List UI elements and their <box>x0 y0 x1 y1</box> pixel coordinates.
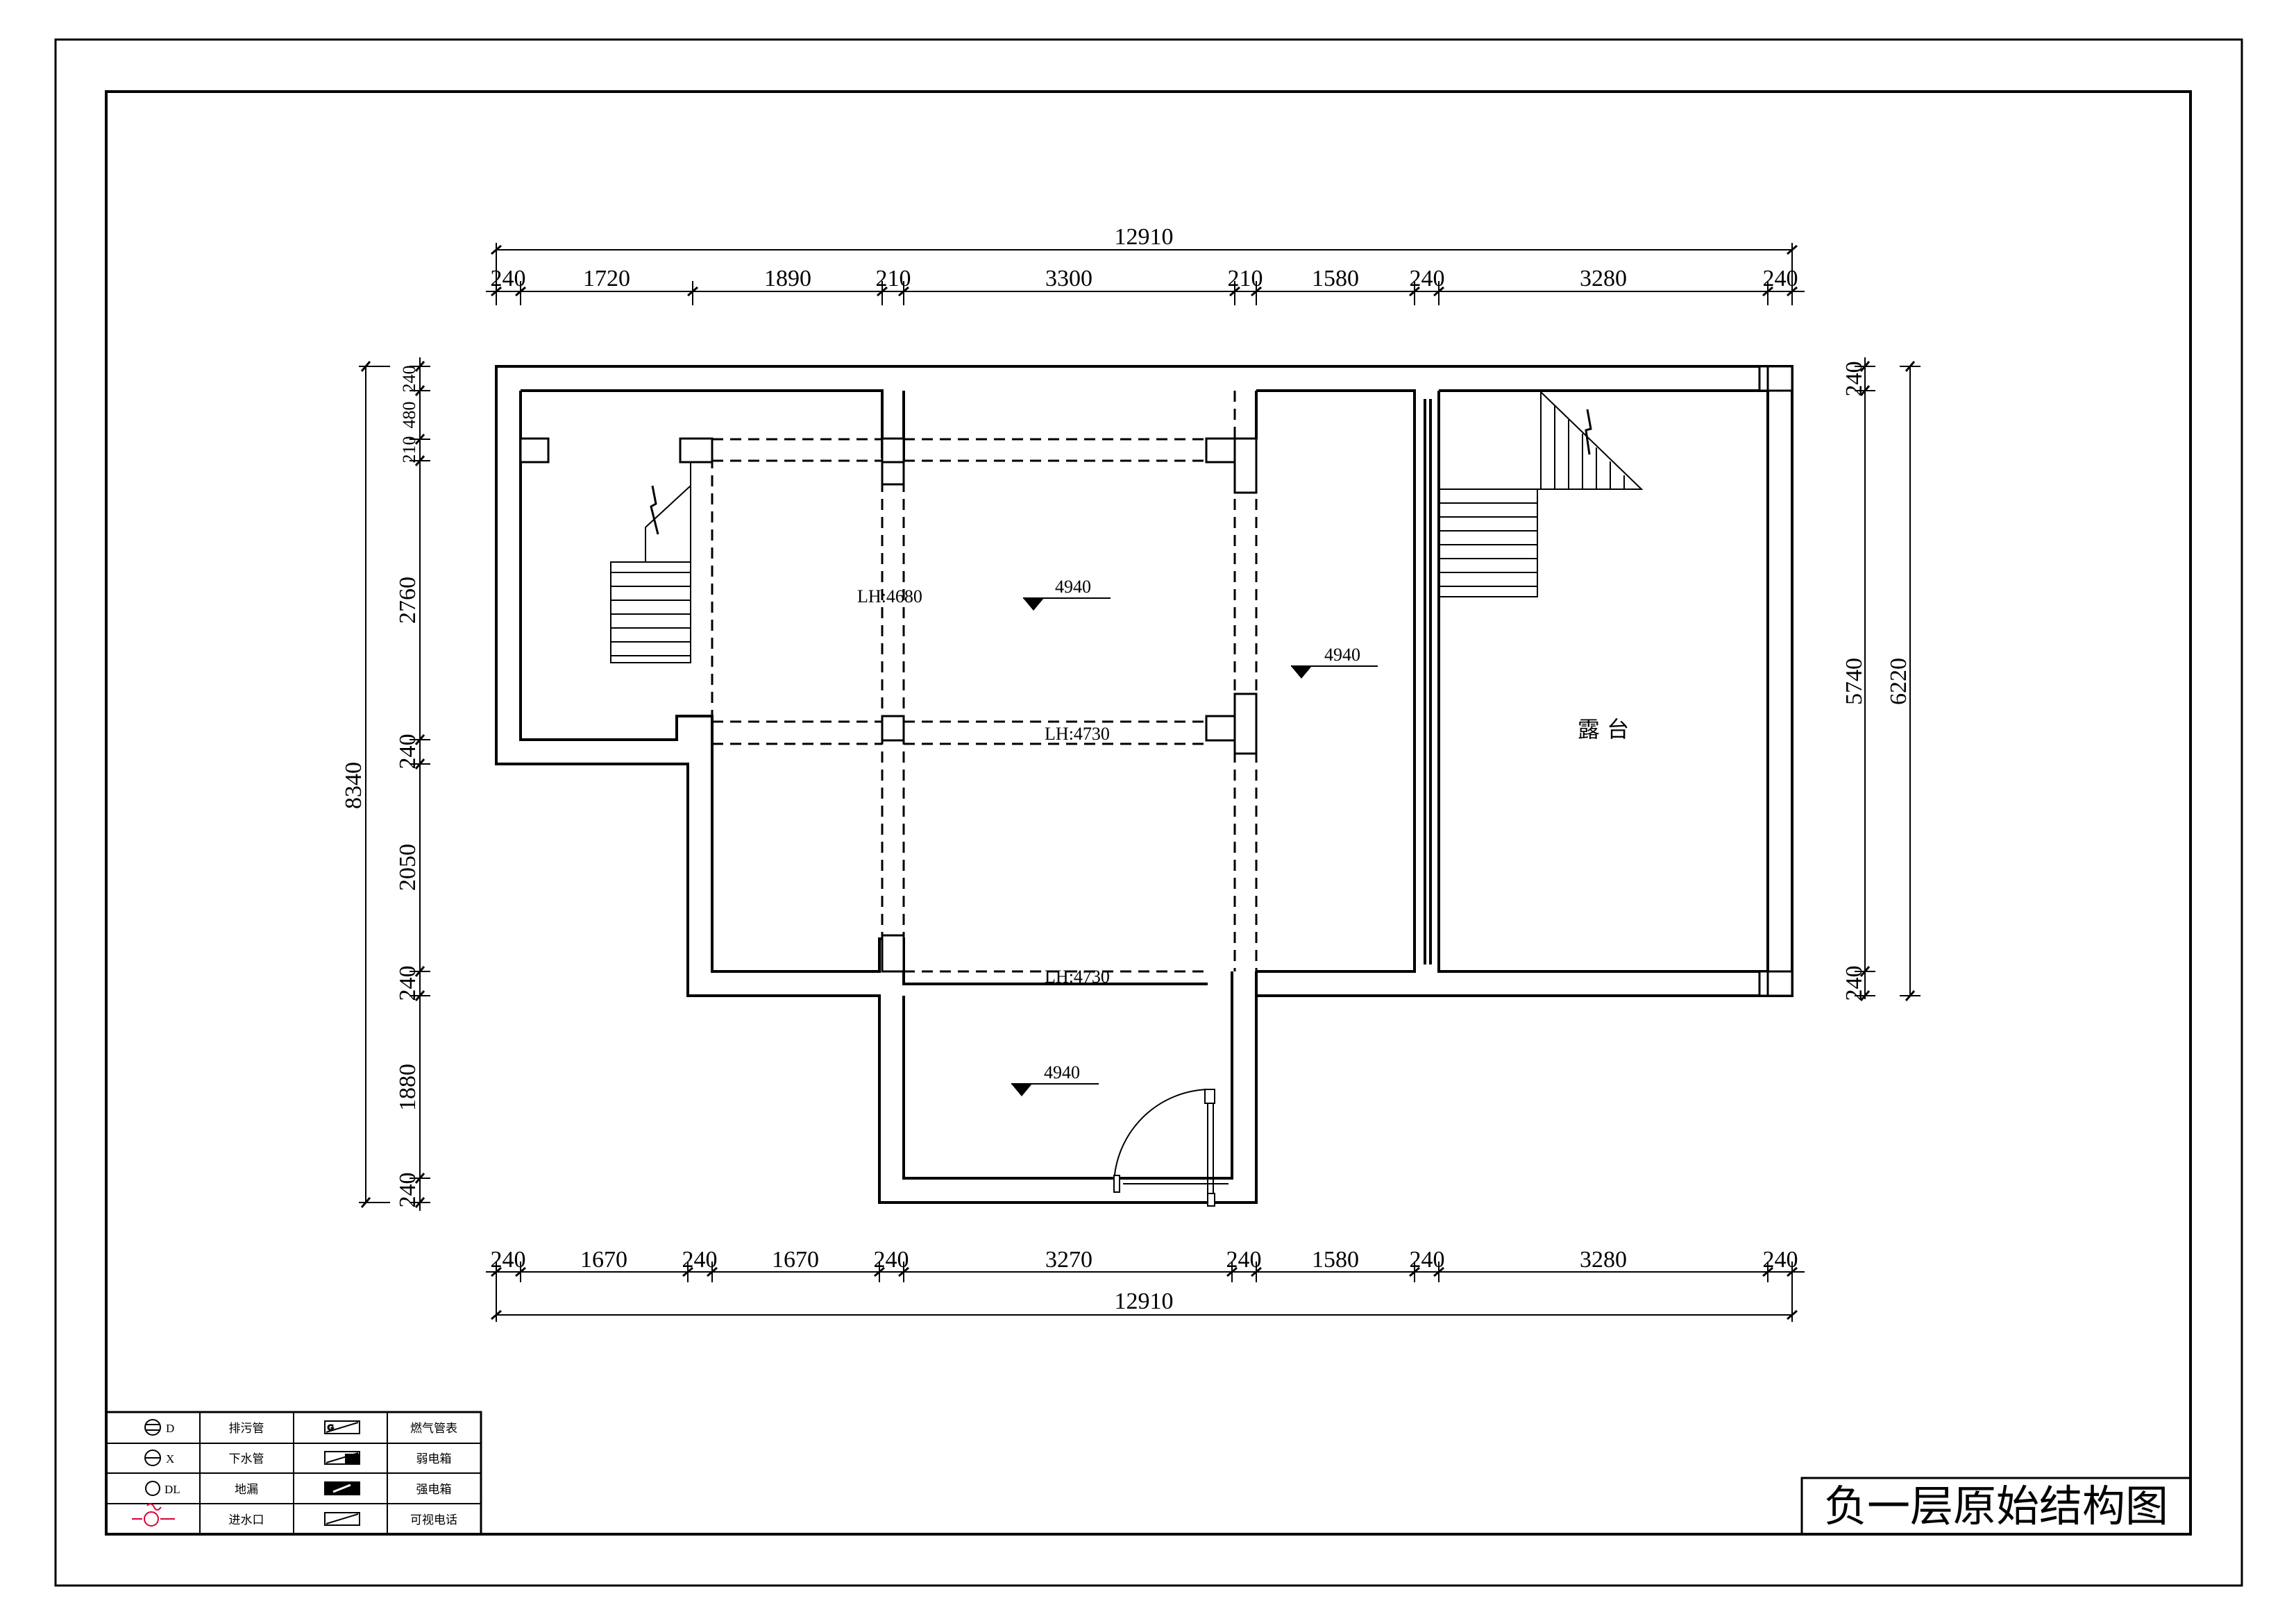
elevation-marker-1: 4940 <box>1023 577 1111 611</box>
bottom-dimension-chain <box>486 1261 1805 1322</box>
bottom-dim-9: 240 <box>1410 1247 1445 1273</box>
legend-code-d: D <box>166 1422 174 1435</box>
left-dim-2: 480 <box>399 402 419 429</box>
left-dim-5: 240 <box>395 734 421 770</box>
svg-text:4940: 4940 <box>1324 645 1360 665</box>
legend-code-dl: DL <box>164 1483 180 1496</box>
top-dim-10: 240 <box>1763 266 1798 291</box>
drawing-title: 负一层原始结构图 <box>1824 1484 2168 1531</box>
weak-box-icon <box>324 1451 360 1465</box>
right-staircase <box>1439 390 1644 597</box>
bottom-overall-dim: 12910 <box>1115 1289 1174 1314</box>
bottom-dim-11: 240 <box>1763 1247 1798 1273</box>
water-inlet-icon <box>132 1503 175 1527</box>
elevation-marker-3: 4940 <box>1011 1062 1099 1096</box>
beam-height-3: LH:4730 <box>1045 967 1110 987</box>
legend-label-video-phone: 可视电话 <box>410 1513 457 1527</box>
right-dim-top: 240 <box>1841 362 1867 397</box>
top-dim-9: 3280 <box>1580 266 1627 291</box>
top-dim-5: 3300 <box>1045 266 1092 291</box>
legend-label-drain: 下水管 <box>229 1452 264 1465</box>
gas-meter-icon: G <box>324 1420 360 1434</box>
beam-height-1: LH:4680 <box>857 586 922 606</box>
drain-pipe-icon <box>144 1450 161 1466</box>
elevation-marker-2: 4940 <box>1291 645 1378 679</box>
legend-table <box>105 1411 482 1536</box>
legend-label-gas-meter: 燃气管表 <box>410 1422 457 1435</box>
sewage-pipe-icon <box>144 1419 161 1436</box>
top-dim-7: 1580 <box>1312 266 1359 291</box>
bottom-dim-5: 240 <box>874 1247 909 1273</box>
top-dim-8: 240 <box>1410 266 1445 291</box>
strong-box-icon <box>324 1481 360 1495</box>
left-dim-3: 210 <box>399 436 419 464</box>
legend-label-weak-box: 弱电箱 <box>416 1452 452 1465</box>
left-dimension-chain <box>359 357 430 1211</box>
left-staircase <box>610 461 691 663</box>
floor-drain-icon <box>145 1481 160 1496</box>
svg-text:4940: 4940 <box>1055 577 1091 597</box>
outer-frame <box>54 38 2243 1587</box>
bottom-dim-6: 3270 <box>1045 1247 1092 1273</box>
right-dim-bottom: 240 <box>1841 966 1867 1001</box>
top-dimension-chain <box>486 243 1805 305</box>
left-dim-9: 240 <box>395 1173 421 1208</box>
svg-text:G: G <box>328 1422 334 1432</box>
inner-frame <box>105 90 2192 1536</box>
legend-label-water-inlet: 进水口 <box>229 1513 264 1527</box>
bottom-dim-8: 1580 <box>1312 1247 1359 1273</box>
room-label-terrace: 露 台 <box>1578 716 1629 742</box>
structural-columns <box>519 365 1793 997</box>
right-overall-dim: 6220 <box>1886 658 1911 705</box>
left-dim-4: 2760 <box>395 577 421 624</box>
left-dim-1: 240 <box>399 366 419 393</box>
left-dim-7: 240 <box>395 966 421 1001</box>
right-inner-dim: 5740 <box>1841 658 1867 705</box>
left-dim-6: 2050 <box>395 844 421 891</box>
legend-label-strong-box: 强电箱 <box>416 1483 452 1496</box>
bottom-dim-3: 240 <box>682 1247 718 1273</box>
bottom-dim-2: 1670 <box>580 1247 627 1273</box>
video-phone-icon <box>324 1512 360 1526</box>
svg-text:4940: 4940 <box>1044 1062 1080 1082</box>
right-dimension-chain <box>1855 357 1921 1001</box>
title-box <box>1800 1477 2192 1536</box>
left-dim-8: 1880 <box>395 1064 421 1111</box>
bottom-dim-7: 240 <box>1226 1247 1262 1273</box>
bottom-dim-4: 1670 <box>772 1247 819 1273</box>
entry-door <box>1113 1089 1229 1207</box>
beam-height-2: LH:4730 <box>1045 724 1110 744</box>
left-overall-dim: 8340 <box>341 762 366 809</box>
top-dim-6: 210 <box>1228 266 1263 291</box>
legend-code-x: X <box>166 1452 174 1465</box>
bottom-dim-10: 3280 <box>1580 1247 1627 1273</box>
top-dim-2: 1720 <box>583 266 630 291</box>
top-overall-dim: 12910 <box>1115 224 1174 250</box>
top-dim-4: 210 <box>876 266 911 291</box>
bottom-dim-1: 240 <box>491 1247 526 1273</box>
beams <box>711 391 1258 985</box>
legend-label-floor-drain: 地漏 <box>235 1483 258 1496</box>
top-dim-1: 240 <box>491 266 526 291</box>
legend-label-sewage: 排污管 <box>229 1422 264 1435</box>
top-dim-3: 1890 <box>764 266 811 291</box>
